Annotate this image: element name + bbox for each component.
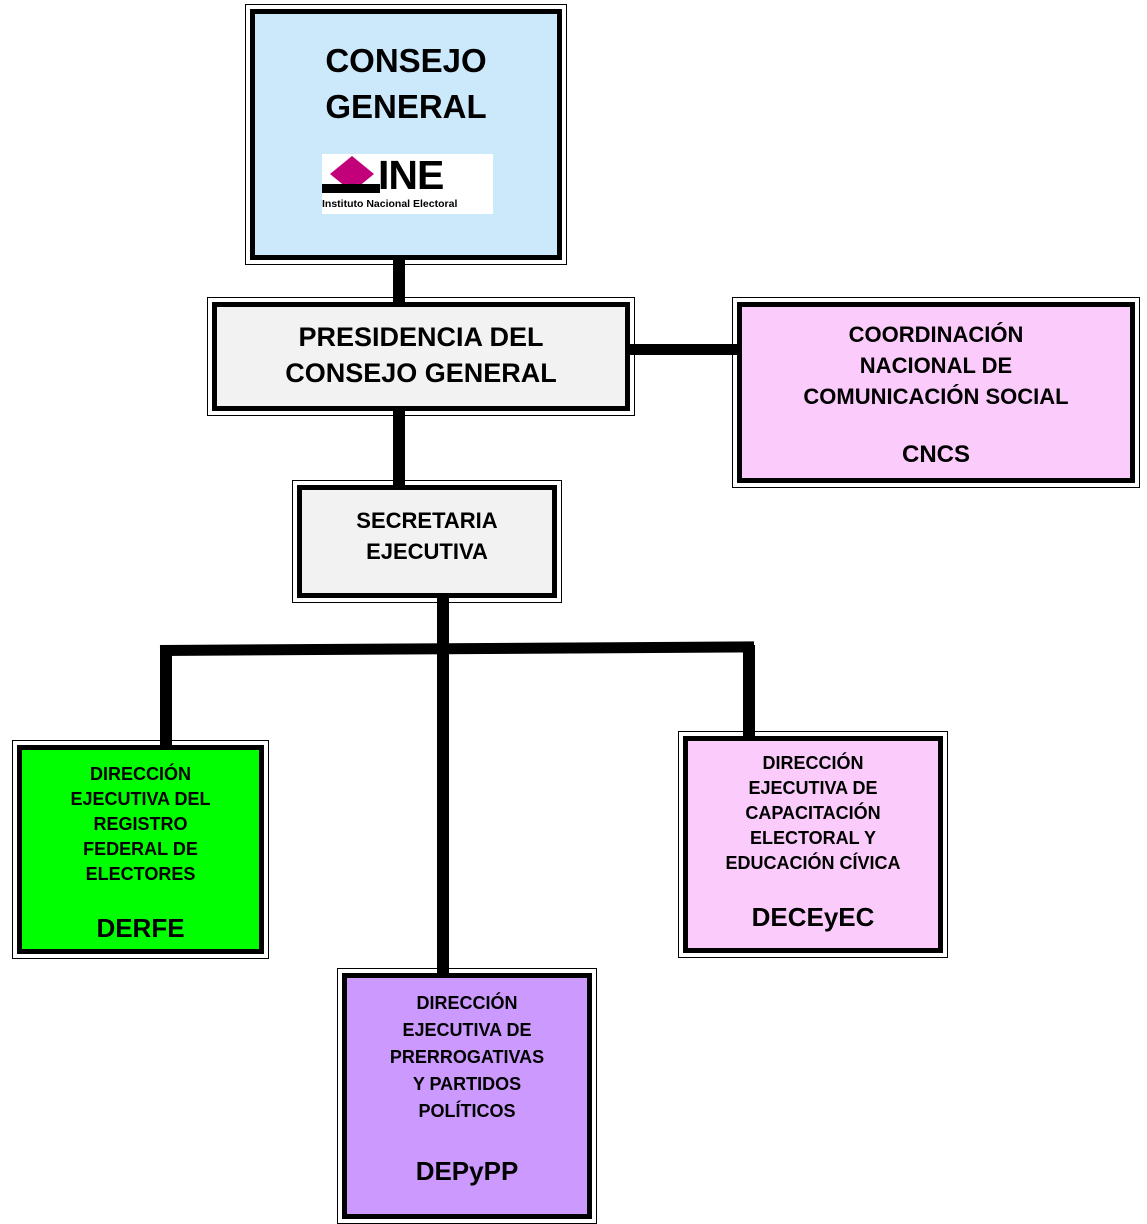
ine-logo-subtitle: Instituto Nacional Electoral (322, 198, 458, 210)
secretaria-title: SECRETARIA EJECUTIVA (356, 508, 498, 564)
deceyec-box: DIRECCIÓN EJECUTIVA DE CAPACITACIÓN ELEC… (678, 731, 948, 958)
ine-logo-mark (322, 156, 380, 193)
deceyec-title: DIRECCIÓN EJECUTIVA DE CAPACITACIÓN ELEC… (725, 753, 901, 873)
depypp-fill: DIRECCIÓN EJECUTIVA DE PRERROGATIVAS Y P… (342, 973, 592, 1219)
connector-horizontal-bus (159, 641, 755, 656)
consejo-general-fill: CONSEJO GENERAL INE Instituto Nacional E… (250, 9, 562, 260)
secretaria-fill: SECRETARIA EJECUTIVA (297, 485, 557, 598)
cncs-fill: COORDINACIÓN NACIONAL DE COMUNICACIÓN SO… (737, 302, 1135, 483)
presidencia-fill: PRESIDENCIA DEL CONSEJO GENERAL (212, 302, 630, 411)
connector-secretaria-trunk (437, 595, 449, 975)
depypp-title: DIRECCIÓN EJECUTIVA DE PRERROGATIVAS Y P… (389, 993, 545, 1121)
ine-logo-text: INE (378, 152, 444, 198)
cncs-title: COORDINACIÓN NACIONAL DE COMUNICACIÓN SO… (803, 322, 1069, 409)
connector-to-deceyec (743, 645, 755, 739)
deceyec-acronym: DECEyEC (751, 902, 875, 932)
connector-presidencia-cncs (630, 344, 740, 355)
depypp-box: DIRECCIÓN EJECUTIVA DE PRERROGATIVAS Y P… (337, 968, 597, 1224)
connector-consejo-presidencia (393, 256, 405, 304)
ine-logo: INE Instituto Nacional Electoral (322, 152, 493, 214)
secretaria-box: SECRETARIA EJECUTIVA (292, 480, 562, 603)
derfe-box: DIRECCIÓN EJECUTIVA DEL REGISTRO FEDERAL… (12, 740, 269, 959)
derfe-fill: DIRECCIÓN EJECUTIVA DEL REGISTRO FEDERAL… (17, 745, 264, 954)
depypp-acronym: DEPyPP (415, 1156, 519, 1186)
connector-presidencia-secretaria (393, 410, 405, 488)
derfe-acronym: DERFE (96, 913, 185, 943)
consejo-general-box: CONSEJO GENERAL INE Instituto Nacional E… (245, 4, 567, 265)
presidencia-box: PRESIDENCIA DEL CONSEJO GENERAL (207, 297, 635, 416)
derfe-title: DIRECCIÓN EJECUTIVA DEL REGISTRO FEDERAL… (70, 764, 211, 884)
deceyec-fill: DIRECCIÓN EJECUTIVA DE CAPACITACIÓN ELEC… (683, 736, 943, 953)
cncs-box: COORDINACIÓN NACIONAL DE COMUNICACIÓN SO… (732, 297, 1140, 488)
connector-to-derfe (160, 647, 172, 747)
consejo-general-title: CONSEJO GENERAL (325, 42, 487, 125)
presidencia-title: PRESIDENCIA DEL CONSEJO GENERAL (285, 322, 557, 388)
cncs-acronym: CNCS (901, 441, 970, 468)
